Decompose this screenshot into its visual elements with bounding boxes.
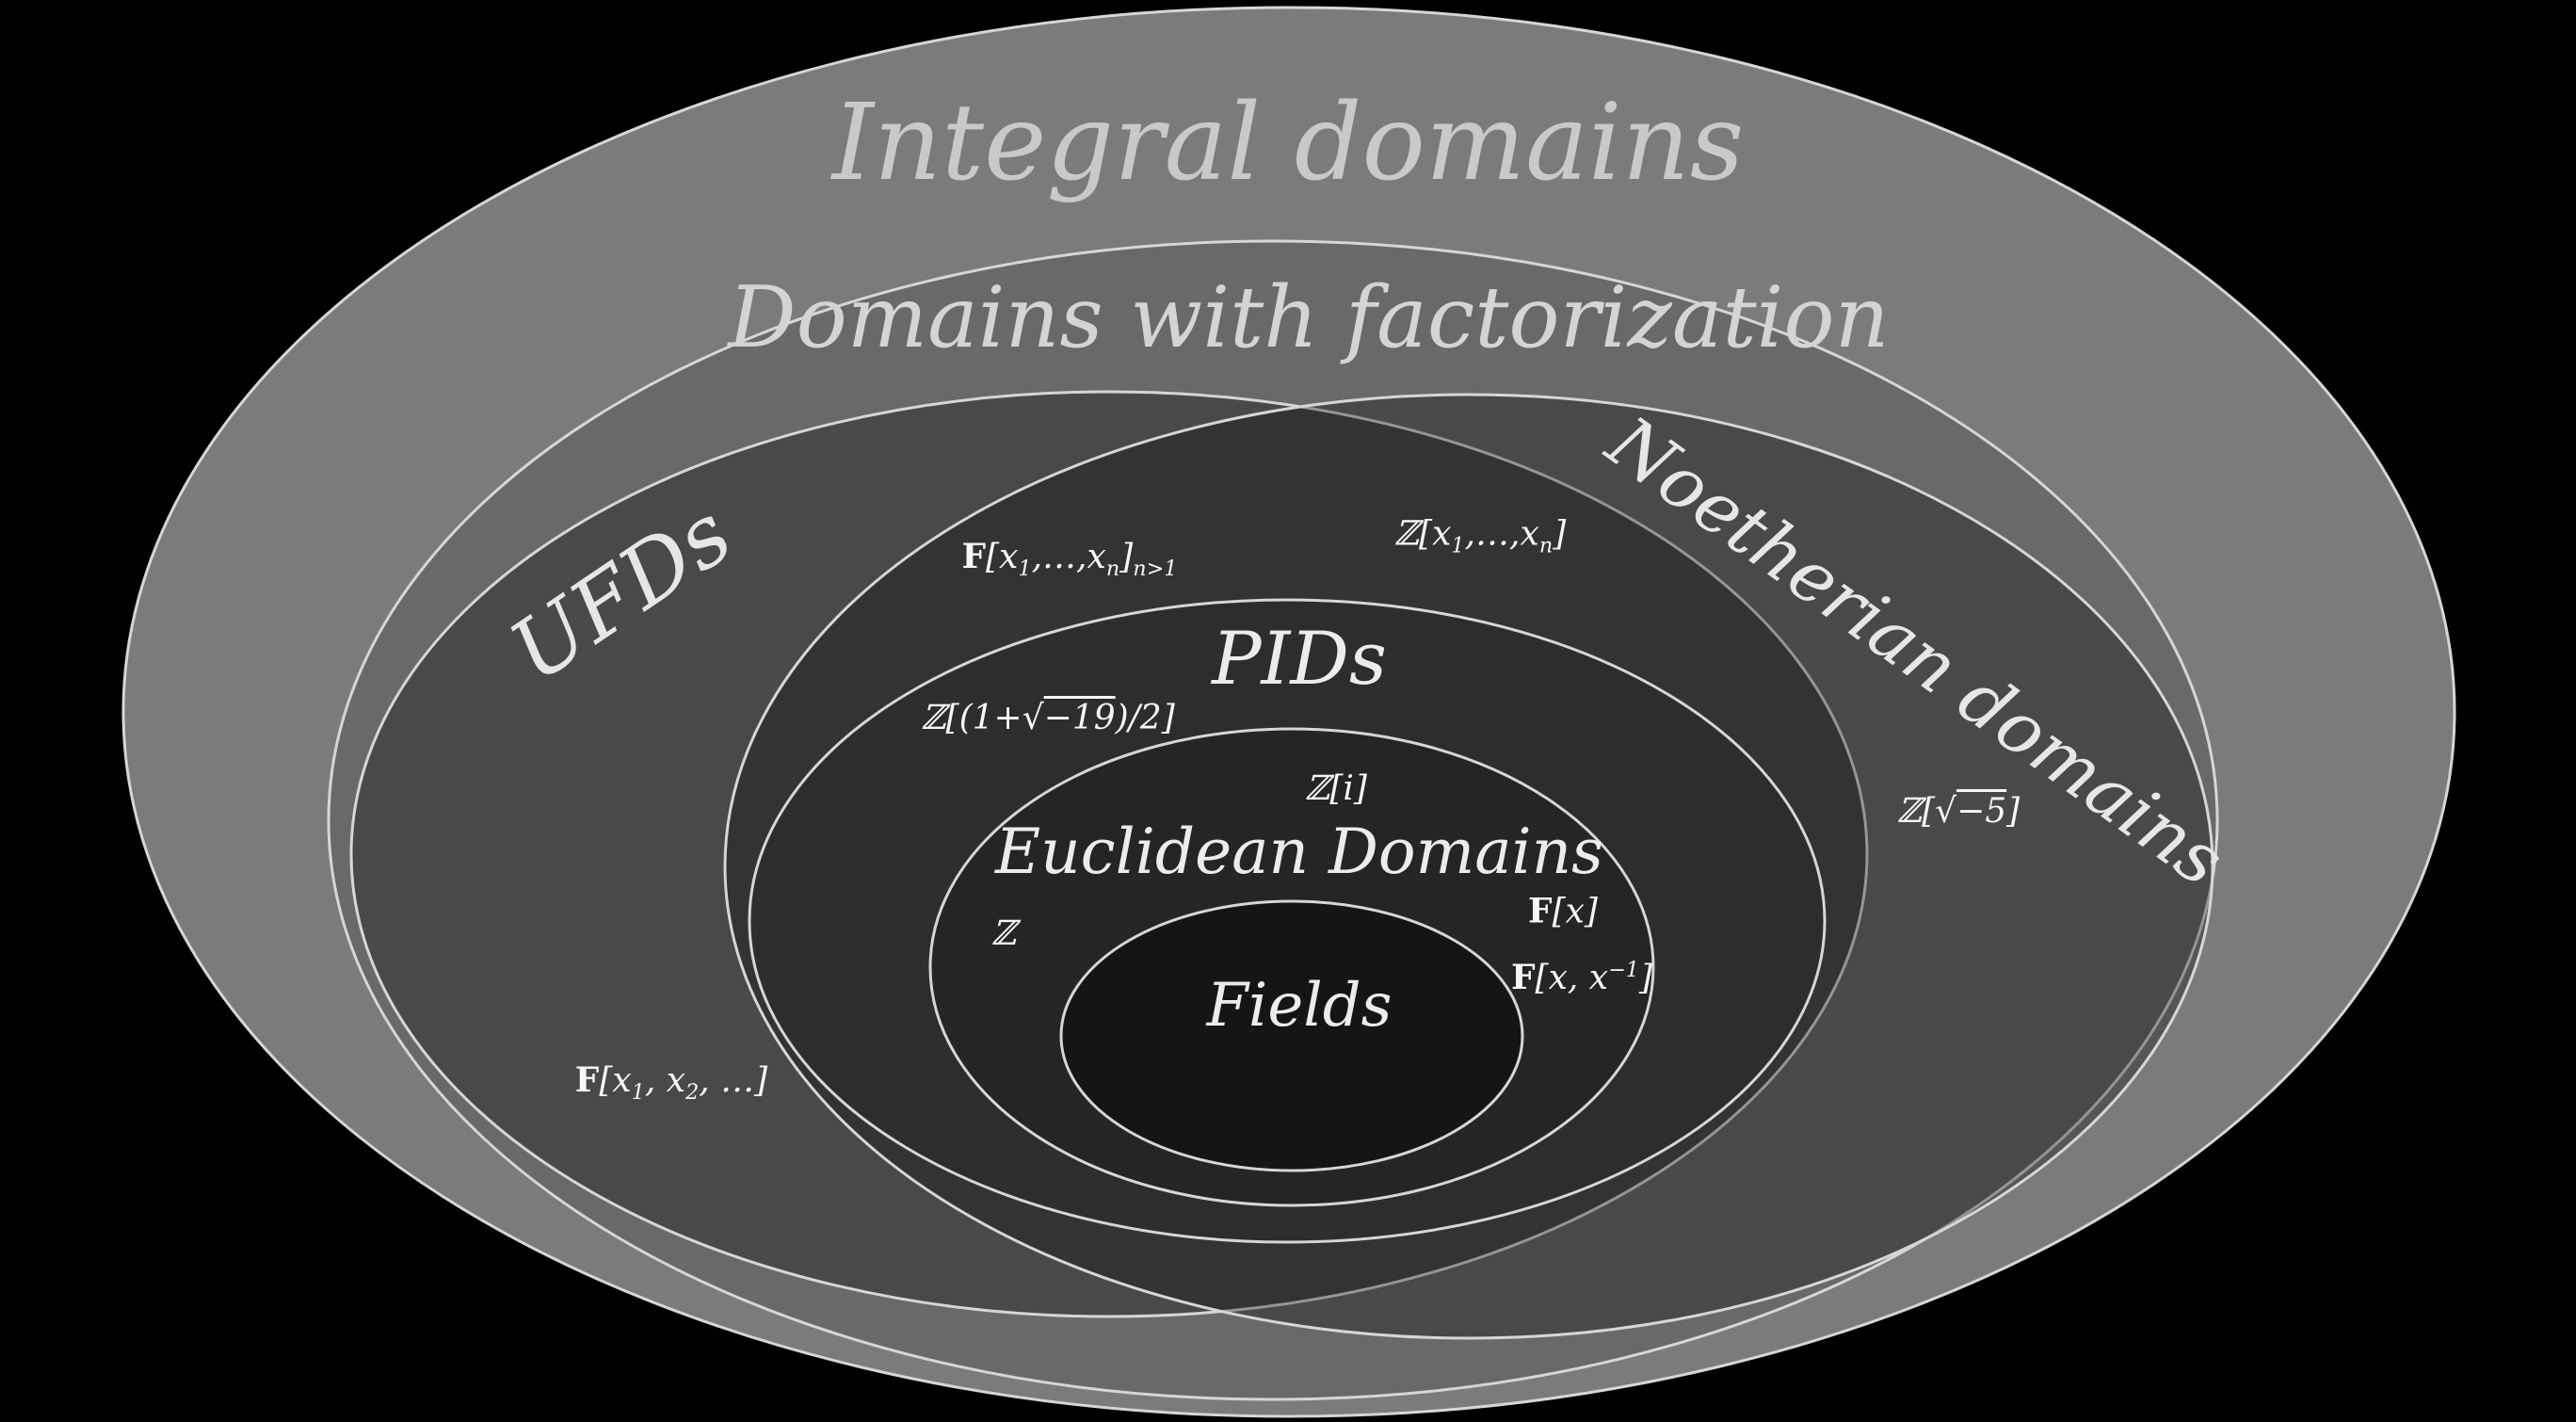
label-example-f-x-xinv: F[x, x−1]	[1510, 958, 1653, 997]
ellipse-domains-with-factorization	[327, 239, 2219, 1401]
label-domains-with-factorization: Domains with factorization	[728, 268, 1890, 367]
label-example-f-poly-n-gt-1: F[x1,…,xn]n>1	[961, 536, 1178, 581]
ellipse-pids	[748, 598, 1827, 1244]
label-integral-domains: Integral domains	[831, 82, 1745, 204]
label-pids: PIDs	[1212, 617, 1387, 702]
label-example-f-x1-x2-dots: F[x1, x2, …]	[574, 1059, 768, 1105]
label-example-f-x: F[x]	[1528, 891, 1598, 931]
label-example-z-i: ℤ[i]	[1305, 769, 1367, 808]
label-fields: Fields	[1206, 971, 1393, 1041]
ellipse-fields	[1059, 899, 1524, 1172]
label-euclidean-domains: Euclidean Domains	[994, 816, 1604, 888]
label-example-z-sqrt-neg5: ℤ[√−5]	[1896, 792, 2021, 831]
ellipse-euclidean-domains	[928, 727, 1655, 1207]
label-example-z-poly-n: ℤ[x1,…,xn]	[1393, 514, 1567, 558]
label-example-z-sqrt-neg19: ℤ[(1+√−19)/2]	[921, 699, 1175, 737]
label-example-z: ℤ	[990, 914, 1017, 953]
ellipse-noetherian-domains	[723, 393, 2214, 1340]
